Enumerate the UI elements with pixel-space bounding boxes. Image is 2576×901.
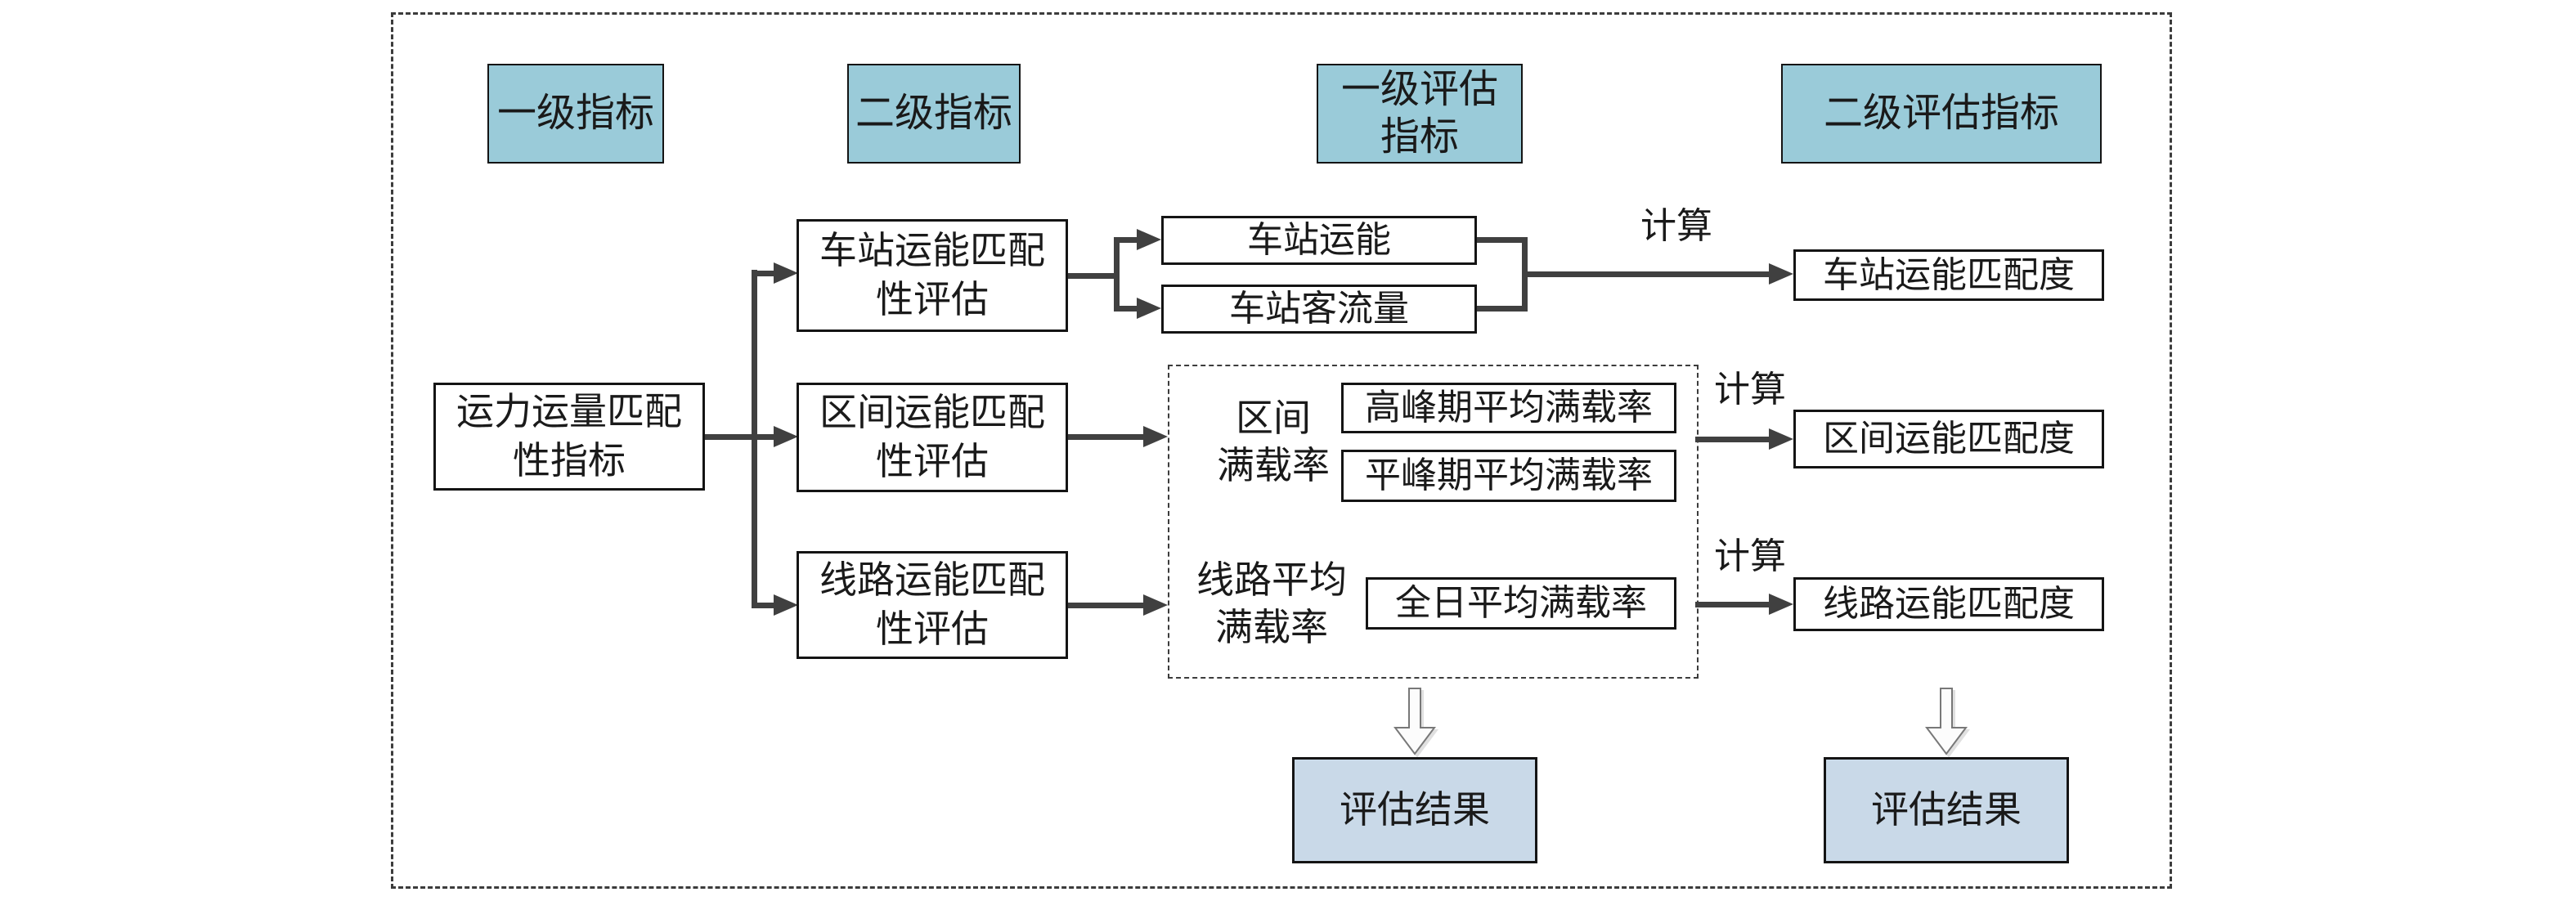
- node-line-capacity-matching-eval: 线路运能匹配 性评估: [797, 551, 1068, 659]
- node-station-capacity-matching-degree: 车站运能匹配度: [1793, 249, 2104, 301]
- node-station-capacity: 车站运能: [1161, 216, 1477, 265]
- connector-line: [1114, 306, 1138, 312]
- arrowhead-icon: [774, 262, 798, 284]
- node-station-passenger-flow: 车站客流量: [1161, 285, 1477, 334]
- connector-line: [1068, 273, 1120, 279]
- connector-line: [702, 434, 777, 440]
- connector-line: [1695, 602, 1770, 607]
- hollow-down-arrow-icon: [1925, 688, 1968, 755]
- arrowhead-icon: [1769, 263, 1793, 285]
- arrowhead-icon: [1769, 428, 1793, 450]
- connector-line: [1068, 603, 1147, 608]
- node-evaluation-result-right: 评估结果: [1824, 757, 2069, 863]
- hollow-down-arrow-icon: [1393, 688, 1436, 755]
- connector-line: [1695, 437, 1770, 442]
- arrowhead-icon: [774, 426, 798, 447]
- node-section-capacity-matching-eval: 区间运能匹配 性评估: [797, 383, 1068, 492]
- connector-line: [1114, 237, 1138, 243]
- connector-line: [752, 603, 777, 608]
- arrowhead-icon: [1143, 426, 1168, 447]
- label-calculate-section: 计算: [1714, 370, 1786, 410]
- connector-line: [752, 270, 757, 608]
- node-peak-average-load-factor: 高峰期平均满载率: [1341, 383, 1676, 433]
- connector-line: [1477, 237, 1528, 243]
- node-evaluation-result-left: 评估结果: [1292, 757, 1537, 863]
- arrowhead-icon: [774, 594, 798, 616]
- arrowhead-icon: [1143, 594, 1168, 616]
- label-section-load-factor: 区间 满载率: [1217, 397, 1330, 486]
- header-level1-eval-indicator: 一级评估 指标: [1317, 64, 1523, 164]
- connector-line: [1477, 306, 1528, 312]
- node-section-capacity-matching-degree: 区间运能匹配度: [1793, 410, 2104, 468]
- node-station-capacity-matching-eval: 车站运能匹配 性评估: [797, 219, 1068, 332]
- connector-line: [1114, 237, 1120, 312]
- label-calculate-line: 计算: [1714, 536, 1786, 576]
- node-line-capacity-matching-degree: 线路运能匹配度: [1793, 577, 2104, 631]
- label-line-average-load-factor: 线路平均 满载率: [1196, 559, 1347, 648]
- arrowhead-icon: [1137, 229, 1161, 250]
- arrowhead-icon: [1137, 298, 1161, 319]
- node-capacity-volume-matching-indicator: 运力运量匹配 性指标: [433, 383, 705, 491]
- connector-line: [752, 271, 777, 276]
- header-level2-indicator: 二级指标: [847, 64, 1021, 164]
- label-calculate-station: 计算: [1640, 206, 1712, 246]
- connector-line: [1068, 434, 1147, 440]
- header-level1-indicator: 一级指标: [487, 64, 664, 164]
- arrowhead-icon: [1769, 594, 1793, 615]
- header-level2-eval-indicator: 二级评估指标: [1781, 64, 2102, 164]
- connector-line: [1522, 271, 1770, 277]
- node-daily-average-load-factor: 全日平均满载率: [1366, 577, 1676, 630]
- node-offpeak-average-load-factor: 平峰期平均满载率: [1341, 450, 1676, 502]
